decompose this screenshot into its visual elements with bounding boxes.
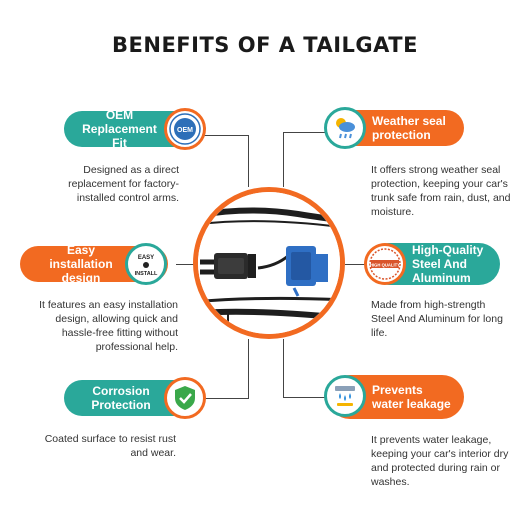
benefit-description: It features an easy installation design,… xyxy=(39,299,178,353)
connector-line xyxy=(283,132,284,187)
benefit-title: Corrosion Protection xyxy=(91,384,151,412)
oem-badge-icon: OEM xyxy=(164,108,206,150)
easy-badge-text: EASY xyxy=(138,255,154,261)
benefit-description: Coated surface to resist rust and wear. xyxy=(44,433,176,459)
benefit-description: It prevents water leakage, keeping your … xyxy=(371,434,509,488)
shield-check-icon xyxy=(164,377,206,419)
connector-line xyxy=(345,264,367,265)
benefit-description: It offers strong weather seal protection… xyxy=(371,164,511,218)
connector-line xyxy=(176,264,194,265)
water-drop-icon xyxy=(324,375,366,417)
easy-install-icon: EASY INSTALL xyxy=(125,243,167,285)
connector-line xyxy=(204,398,249,399)
product-image xyxy=(193,187,345,339)
benefit-description: Made from high-strength Steel And Alumin… xyxy=(371,299,503,339)
benefit-title: High-Quality Steel And Aluminum xyxy=(412,243,484,285)
connector-line xyxy=(283,132,327,133)
benefit-description: Designed as a direct replacement for fac… xyxy=(68,164,179,204)
connector-line xyxy=(196,135,249,136)
install-badge-text: INSTALL xyxy=(135,271,158,277)
connector-line xyxy=(283,339,284,398)
connector-line xyxy=(283,397,327,398)
connector-line xyxy=(248,339,249,399)
oem-badge-text: OEM xyxy=(177,127,193,134)
connector-line xyxy=(248,135,249,187)
benefit-title: OEM Replacement Fit xyxy=(82,108,157,150)
page-title: BENEFITS OF A TAILGATE xyxy=(112,33,418,57)
wiring-harness-icon xyxy=(198,192,340,334)
benefit-title: Easy installation design xyxy=(49,243,113,285)
high-quality-stamp-icon: HIGH QUALITY xyxy=(364,243,406,285)
weather-icon xyxy=(324,107,366,149)
stamp-text: HIGH QUALITY xyxy=(370,263,400,268)
benefit-title: Prevents water leakage xyxy=(372,383,451,411)
benefit-title: Weather seal protection xyxy=(372,114,446,142)
